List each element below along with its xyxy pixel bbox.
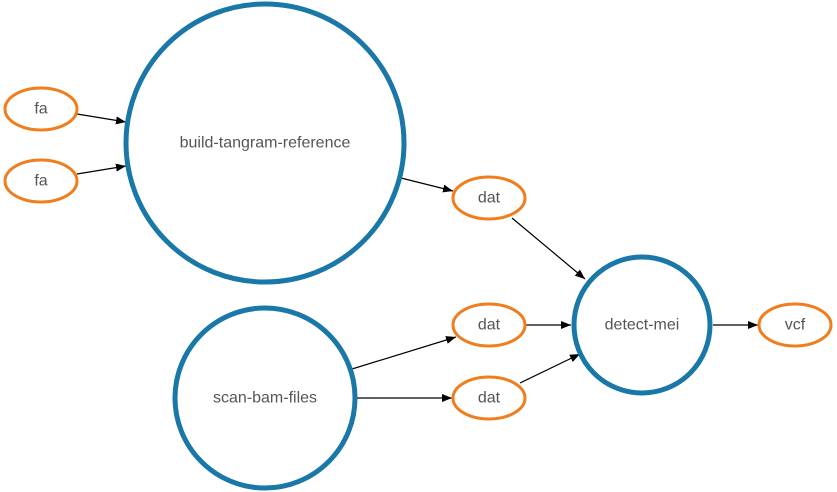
process-node-detect-mei[interactable]: detect-mei — [571, 254, 713, 396]
process-label: detect-mei — [605, 317, 680, 334]
edges — [76, 113, 758, 402]
file-label: dat — [478, 190, 501, 207]
file-node-vcf[interactable]: vcf — [757, 302, 833, 348]
edge-dat1-to-detect-mei — [511, 217, 586, 280]
process-label: scan-bam-files — [213, 390, 317, 407]
file-node-dat-3[interactable]: dat — [451, 375, 527, 421]
edge-scan-bam-files-to-dat2 — [351, 336, 457, 370]
process-node-scan-bam-files[interactable]: scan-bam-files — [172, 305, 358, 491]
file-label: vcf — [785, 317, 806, 334]
file-label: dat — [478, 317, 501, 334]
file-node-fa-1[interactable]: fa — [3, 86, 79, 132]
file-label: fa — [34, 173, 47, 190]
edge-build-tangram-reference-to-dat1 — [400, 177, 454, 193]
file-label: dat — [478, 390, 501, 407]
edge-fa1-to-build-tangram-reference — [76, 113, 127, 125]
edge-dat3-to-detect-mei — [519, 353, 581, 384]
file-node-dat-2[interactable]: dat — [451, 302, 527, 348]
process-label: build-tangram-reference — [180, 135, 351, 152]
edge-fa2-to-build-tangram-reference — [76, 163, 127, 175]
file-node-dat-1[interactable]: dat — [451, 175, 527, 221]
file-label: fa — [34, 101, 47, 118]
process-node-build-tangram-reference[interactable]: build-tangram-reference — [123, 1, 407, 285]
file-node-fa-2[interactable]: fa — [3, 158, 79, 204]
